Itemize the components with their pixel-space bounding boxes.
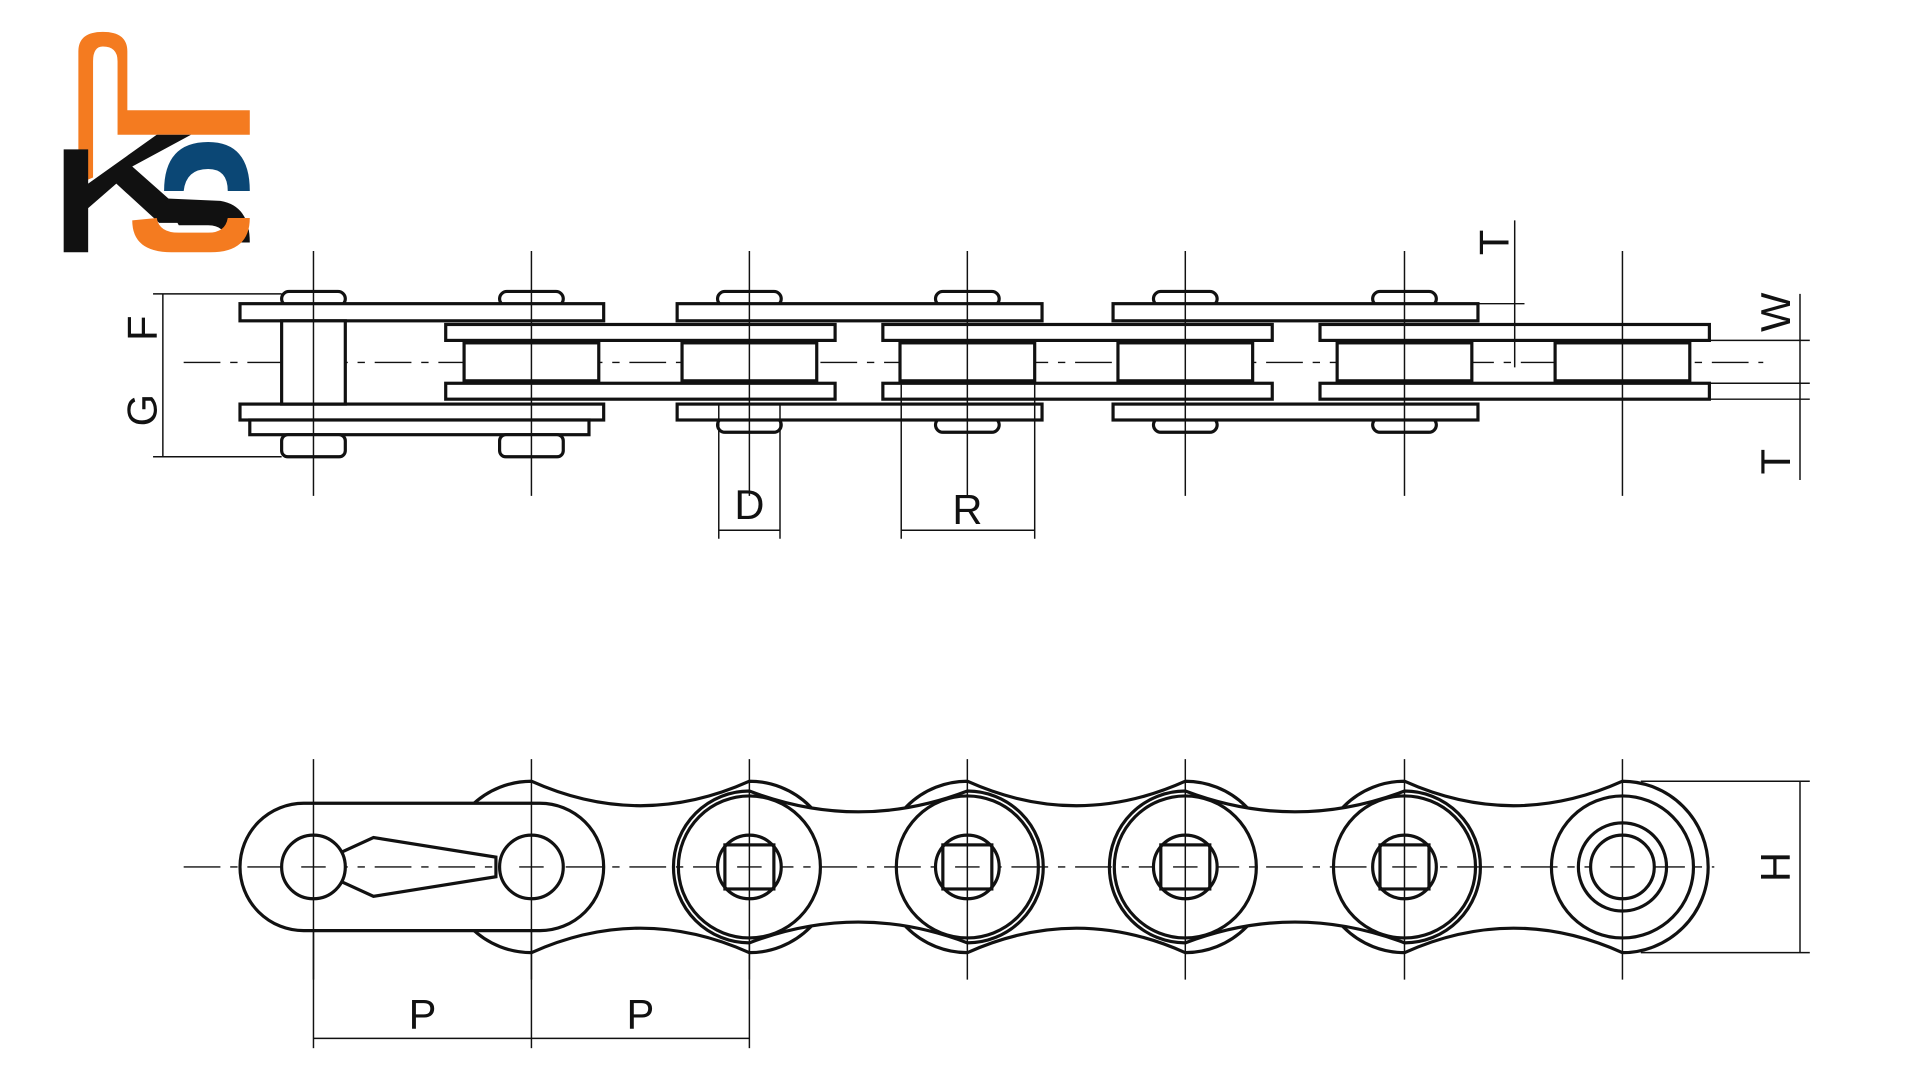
ks-logo: [63, 31, 250, 253]
dim-label-g: G: [119, 394, 166, 426]
dim-label-r: R: [952, 486, 982, 533]
dim-label-p1: P: [409, 991, 437, 1038]
dim-label-w: W: [1752, 292, 1799, 332]
dim-label-d: D: [734, 481, 764, 528]
dim-label-h: H: [1752, 852, 1799, 882]
dim-label-f: F: [119, 315, 166, 340]
dim-label-p2: P: [627, 991, 655, 1038]
chain-top-view: F G D R T W T: [119, 220, 1810, 539]
chain-side-view: H P P: [183, 759, 1810, 1049]
dim-label-t-bottom: T: [1752, 449, 1799, 474]
dim-label-t-top: T: [1471, 230, 1518, 255]
